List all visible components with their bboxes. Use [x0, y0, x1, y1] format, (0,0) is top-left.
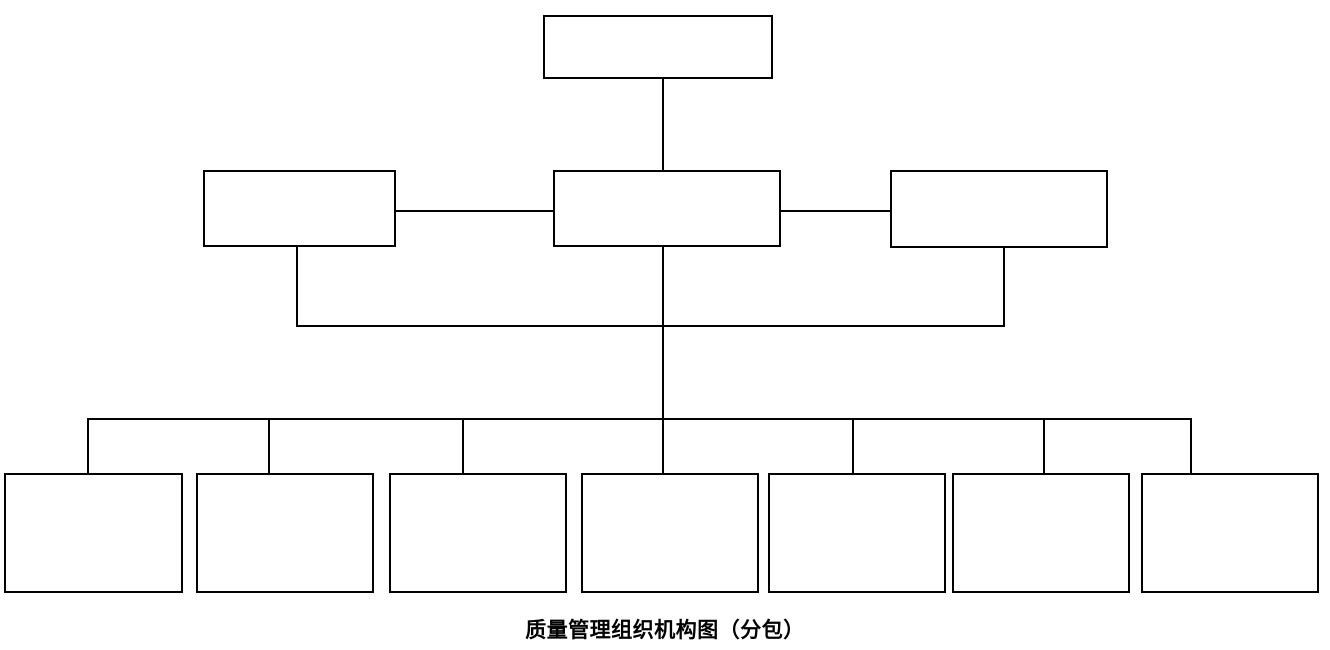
connector-link-center-to-left	[395, 210, 554, 212]
node-leaf-2[interactable]	[196, 473, 374, 593]
connector-trunk-center-down	[662, 246, 664, 474]
node-mid-left[interactable]	[203, 170, 396, 247]
node-leaf-1[interactable]	[4, 473, 183, 593]
connector-bus-level2	[296, 325, 1005, 327]
connector-stem-leaf-3	[462, 418, 464, 474]
connector-drop-mid-right	[1003, 247, 1005, 326]
connector-stem-leaf-7	[1190, 418, 1192, 474]
connector-stem-leaf-1	[87, 418, 89, 474]
node-leaf-3[interactable]	[389, 473, 567, 593]
connector-trunk-top-to-center	[662, 78, 664, 170]
node-top[interactable]	[543, 15, 773, 79]
node-mid-center[interactable]	[553, 170, 781, 247]
connector-stem-leaf-2	[268, 418, 270, 474]
diagram-caption: 质量管理组织机构图（分包）	[525, 618, 805, 642]
node-mid-right[interactable]	[890, 170, 1108, 248]
connector-bus-level3	[87, 418, 1192, 420]
connector-stem-leaf-6	[1043, 418, 1045, 474]
node-leaf-7[interactable]	[1141, 473, 1319, 593]
connector-stem-leaf-4	[662, 418, 664, 474]
node-leaf-4[interactable]	[581, 473, 759, 593]
connector-drop-mid-left	[296, 246, 298, 327]
connector-link-center-to-right	[780, 210, 891, 212]
connector-stem-leaf-5	[852, 418, 854, 474]
node-leaf-5[interactable]	[768, 473, 946, 593]
node-leaf-6[interactable]	[952, 473, 1130, 593]
